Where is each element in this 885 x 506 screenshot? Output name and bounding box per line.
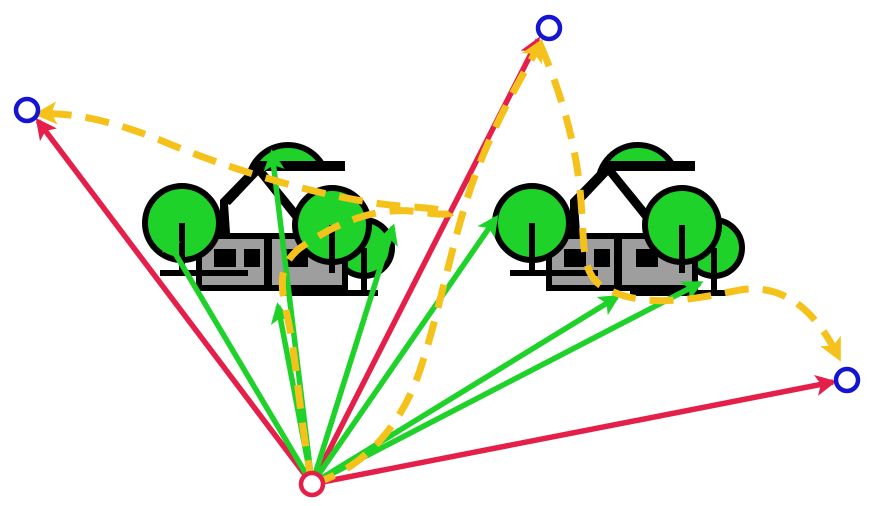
diffracted-paths-layer [33, 38, 842, 488]
reflected-ray-5 [309, 214, 499, 486]
transmitter-node[interactable] [298, 470, 326, 498]
diffracted-path-right [536, 42, 842, 362]
receiver-node-top[interactable] [535, 14, 563, 42]
direct-ray-to-right [311, 374, 837, 487]
direct-ray-to-left [35, 117, 315, 486]
reflected-ray-1 [160, 229, 315, 486]
reflected-ray-4 [309, 223, 398, 485]
reflected-ray-3 [270, 302, 315, 485]
nodes-layer [13, 14, 861, 498]
reflected-ray-7 [310, 280, 704, 487]
diffracted-path-left [33, 101, 455, 485]
receiver-node-right[interactable] [833, 366, 861, 394]
diffracted-path-top [311, 38, 544, 488]
receiver-node-left[interactable] [13, 96, 41, 124]
